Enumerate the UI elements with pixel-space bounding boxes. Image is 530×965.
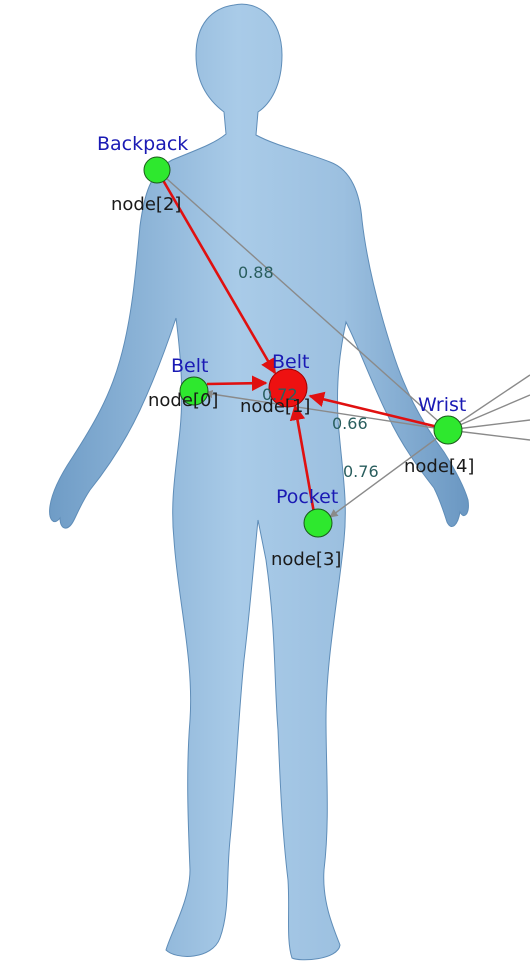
node-1-location-label: Belt [272,351,309,373]
node-0-name-label: node[0] [148,390,218,411]
node-4-marker[interactable] [434,416,462,444]
node-2-marker[interactable] [144,157,170,183]
weight-wrist-belt: 0.66 [332,414,368,433]
node-2-location-label: Backpack [97,133,188,155]
node-0-location-label: Belt [171,355,208,377]
weight-wrist-pocket: 0.76 [343,462,379,481]
node-4-location-label: Wrist [418,394,466,416]
node-3-marker[interactable] [304,509,332,537]
node-2-name-label: node[2] [111,194,181,215]
weight-belt-belt: 0.72 [262,385,298,404]
arrow-node0-to-belt [207,383,266,384]
weight-backpack-belt: 0.88 [238,263,274,282]
node-3-name-label: node[3] [271,549,341,570]
node-3-location-label: Pocket [276,486,338,508]
node-4-name-label: node[4] [404,456,474,477]
